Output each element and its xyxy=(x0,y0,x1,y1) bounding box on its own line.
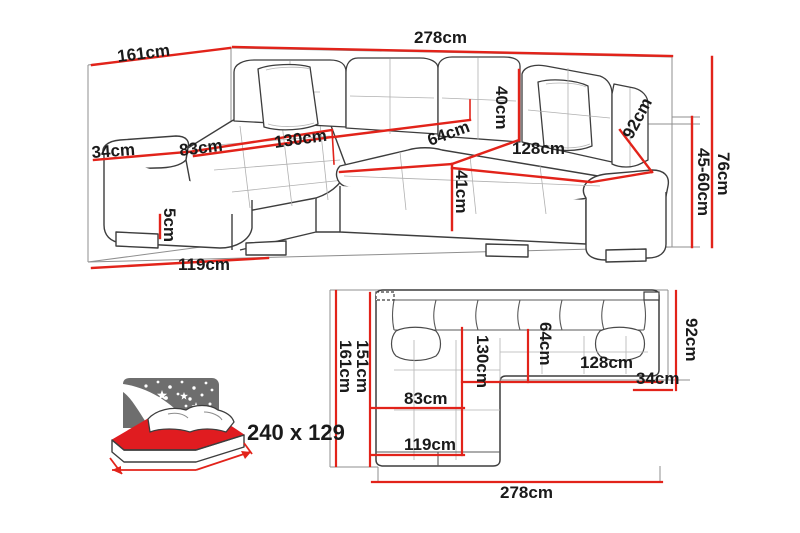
chaise-throw-pillow xyxy=(257,63,319,131)
label-92cm-plan: 92cm xyxy=(682,318,701,361)
dimline-83 xyxy=(186,128,334,154)
dimline-34 xyxy=(92,150,188,162)
right-seat-tufting xyxy=(343,151,601,215)
plan-sofa-outline xyxy=(375,289,660,467)
bed-dimension-arrows xyxy=(109,442,253,475)
sleeping-area-label: 240 x 129 xyxy=(247,420,345,445)
bed-arrowhead-right xyxy=(241,451,251,459)
label-161cm-plan: 161cm xyxy=(336,340,355,393)
plan-backrest-seam-5 xyxy=(601,299,605,331)
label-83cm-plan: 83cm xyxy=(404,389,447,408)
label-128cm-perspective: 128cm xyxy=(512,139,565,158)
bed-mattress xyxy=(111,404,245,463)
plan-backrest-seam-4 xyxy=(559,299,563,331)
bed-duvet-fold-2 xyxy=(203,411,223,421)
dimline-278 xyxy=(231,45,674,58)
plan-pillow-left xyxy=(390,326,442,362)
dimline-64-lower xyxy=(338,162,454,174)
plan-view: 161cm 151cm 130cm 64cm 128cm 34cm 92cm 8… xyxy=(329,289,701,502)
plan-arm-tab-left xyxy=(375,291,395,301)
right-backrest-tufting xyxy=(527,68,631,166)
label-41cm-perspective: 41cm xyxy=(452,170,471,213)
label-45-60cm-perspective: 45-60cm xyxy=(694,148,713,216)
label-76cm-perspective: 76cm xyxy=(714,152,733,195)
label-64cm-plan: 64cm xyxy=(536,322,555,365)
label-119cm-plan: 119cm xyxy=(404,435,456,454)
right-throw-pillow xyxy=(537,79,593,152)
plan-backrest-seam-2 xyxy=(475,299,479,331)
label-278cm-plan: 278cm xyxy=(500,483,553,502)
label-34cm-perspective: 34cm xyxy=(91,140,136,162)
plan-backrest-seam-1 xyxy=(433,299,437,331)
label-278cm-perspective: 278cm xyxy=(414,28,467,47)
chaise-base-block xyxy=(103,155,253,249)
label-40cm-perspective: 40cm xyxy=(492,86,511,129)
dimline-92 xyxy=(618,128,654,174)
plan-backrest-seam-3 xyxy=(517,299,521,331)
right-leg-center xyxy=(485,243,529,258)
dimline-64 xyxy=(450,138,521,166)
right-leg-corner xyxy=(605,248,647,263)
dimline-161 xyxy=(90,46,232,67)
chaise-leg-right xyxy=(245,240,287,256)
dimline-128 xyxy=(450,166,592,184)
plan-armrest-tabs xyxy=(375,291,660,301)
plan-backrest-cap-left xyxy=(391,299,395,331)
plan-sofa-body xyxy=(375,289,660,467)
dimline-130 xyxy=(332,118,472,139)
frame-base-horizontal xyxy=(87,246,673,263)
sleeping-area-icon-group: 240 x 129 xyxy=(109,378,345,475)
bed-duvet-fold-1 xyxy=(167,412,189,419)
bed-arrowhead-left xyxy=(112,466,121,474)
plan-dimension-lines xyxy=(334,289,678,484)
bed-dimline-right xyxy=(195,451,251,471)
label-119cm-perspective: 119cm xyxy=(178,255,230,274)
label-5cm-perspective: 5cm xyxy=(160,208,179,242)
dimline-119 xyxy=(90,256,270,270)
label-130cm-plan: 130cm xyxy=(473,335,492,388)
label-151cm-plan: 151cm xyxy=(353,340,372,393)
dimline-83-tick xyxy=(331,129,335,165)
plan-arm-tab-right xyxy=(643,291,660,301)
plan-backrest-cap-right xyxy=(643,299,647,331)
bed-duvet xyxy=(147,404,235,433)
chaise-leg-left xyxy=(115,231,159,249)
label-128cm-plan: 128cm xyxy=(580,353,633,372)
dimline-83-lower xyxy=(192,135,334,158)
perspective-dimension-lines xyxy=(90,45,714,270)
bed-base-top-edge xyxy=(111,434,245,451)
plan-seat-tufting xyxy=(394,336,648,460)
label-34cm-plan: 34cm xyxy=(636,369,679,388)
dimline-92-base xyxy=(590,170,654,184)
